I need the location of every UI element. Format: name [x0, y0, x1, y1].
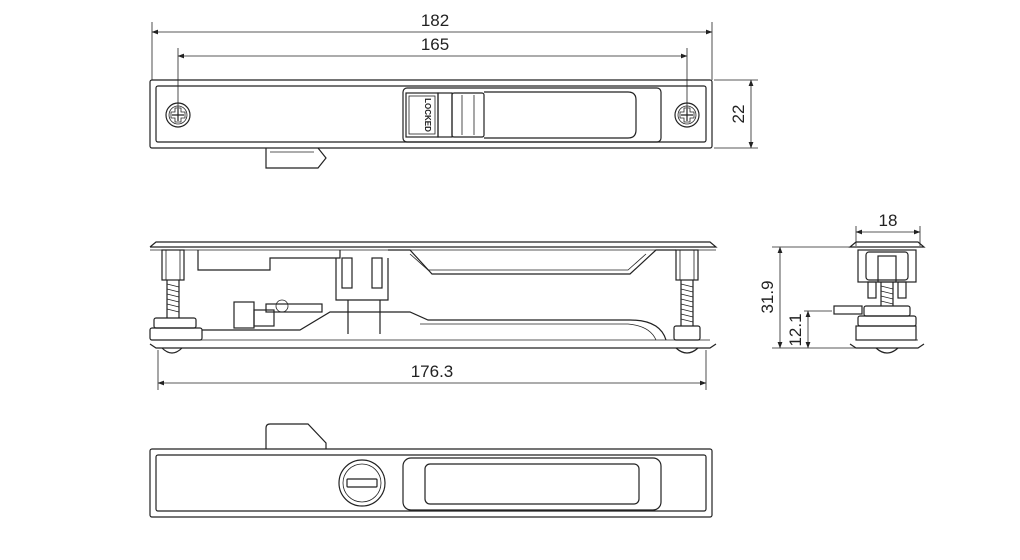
hook-tab-bottom — [265, 423, 327, 449]
dimension-label-31-9: 31.9 — [758, 280, 777, 313]
back-handle-grip — [424, 463, 640, 505]
handle-recess — [402, 87, 662, 143]
dimension-side-width: 18 — [855, 211, 921, 246]
dimension-label-18: 18 — [879, 211, 898, 230]
center-block — [335, 258, 389, 301]
dimension-hook-height: 12.1 — [786, 310, 832, 349]
handle-grip-outline — [484, 91, 637, 139]
end-view: 18 31.9 12.1 — [758, 211, 926, 354]
upper-housing — [197, 250, 341, 271]
screw-left-icon — [165, 102, 191, 128]
back-plate-inner — [155, 454, 707, 512]
end-top-flange — [848, 241, 926, 248]
screw-right-icon — [674, 102, 700, 128]
screw-left-side-icon — [149, 249, 203, 354]
dimension-label-165: 165 — [421, 35, 449, 54]
bottom-flange — [149, 343, 717, 349]
center-post — [347, 300, 381, 334]
dimension-body-length: 176.3 — [157, 350, 707, 390]
lock-lever-face — [408, 95, 436, 135]
hook-tab-top — [265, 147, 327, 169]
dimension-label-22: 22 — [729, 105, 748, 124]
dimension-label-182: 182 — [421, 11, 449, 30]
handle-channel-bottom — [202, 311, 667, 341]
top-view: 182 165 22 — [149, 11, 758, 169]
dimension-side-height: 31.9 — [758, 246, 856, 349]
end-bottom-flange — [849, 343, 925, 349]
dimension-overall-length: 182 — [151, 11, 713, 80]
lever-slide — [451, 92, 485, 138]
lock-cylinder-icon — [338, 459, 386, 507]
screw-right-side-icon — [673, 249, 701, 354]
dimension-label-176-3: 176.3 — [411, 362, 454, 381]
handle-channel-top — [388, 249, 676, 275]
dimension-label-12-1: 12.1 — [786, 313, 805, 346]
face-plate-outer — [149, 79, 713, 149]
lever-step — [437, 92, 453, 138]
end-hook-pin — [833, 305, 863, 315]
bottom-view — [149, 423, 713, 518]
lock-lever — [405, 92, 439, 138]
handle-marking-text: LOCKED — [423, 98, 432, 132]
end-upper-housing — [857, 249, 917, 283]
back-handle-recess — [402, 457, 662, 511]
top-flange — [149, 241, 718, 248]
latch-hook — [233, 299, 323, 329]
dimension-face-width: 22 — [714, 79, 758, 149]
back-plate-outer — [149, 448, 713, 518]
side-view: 176.3 — [149, 241, 718, 390]
